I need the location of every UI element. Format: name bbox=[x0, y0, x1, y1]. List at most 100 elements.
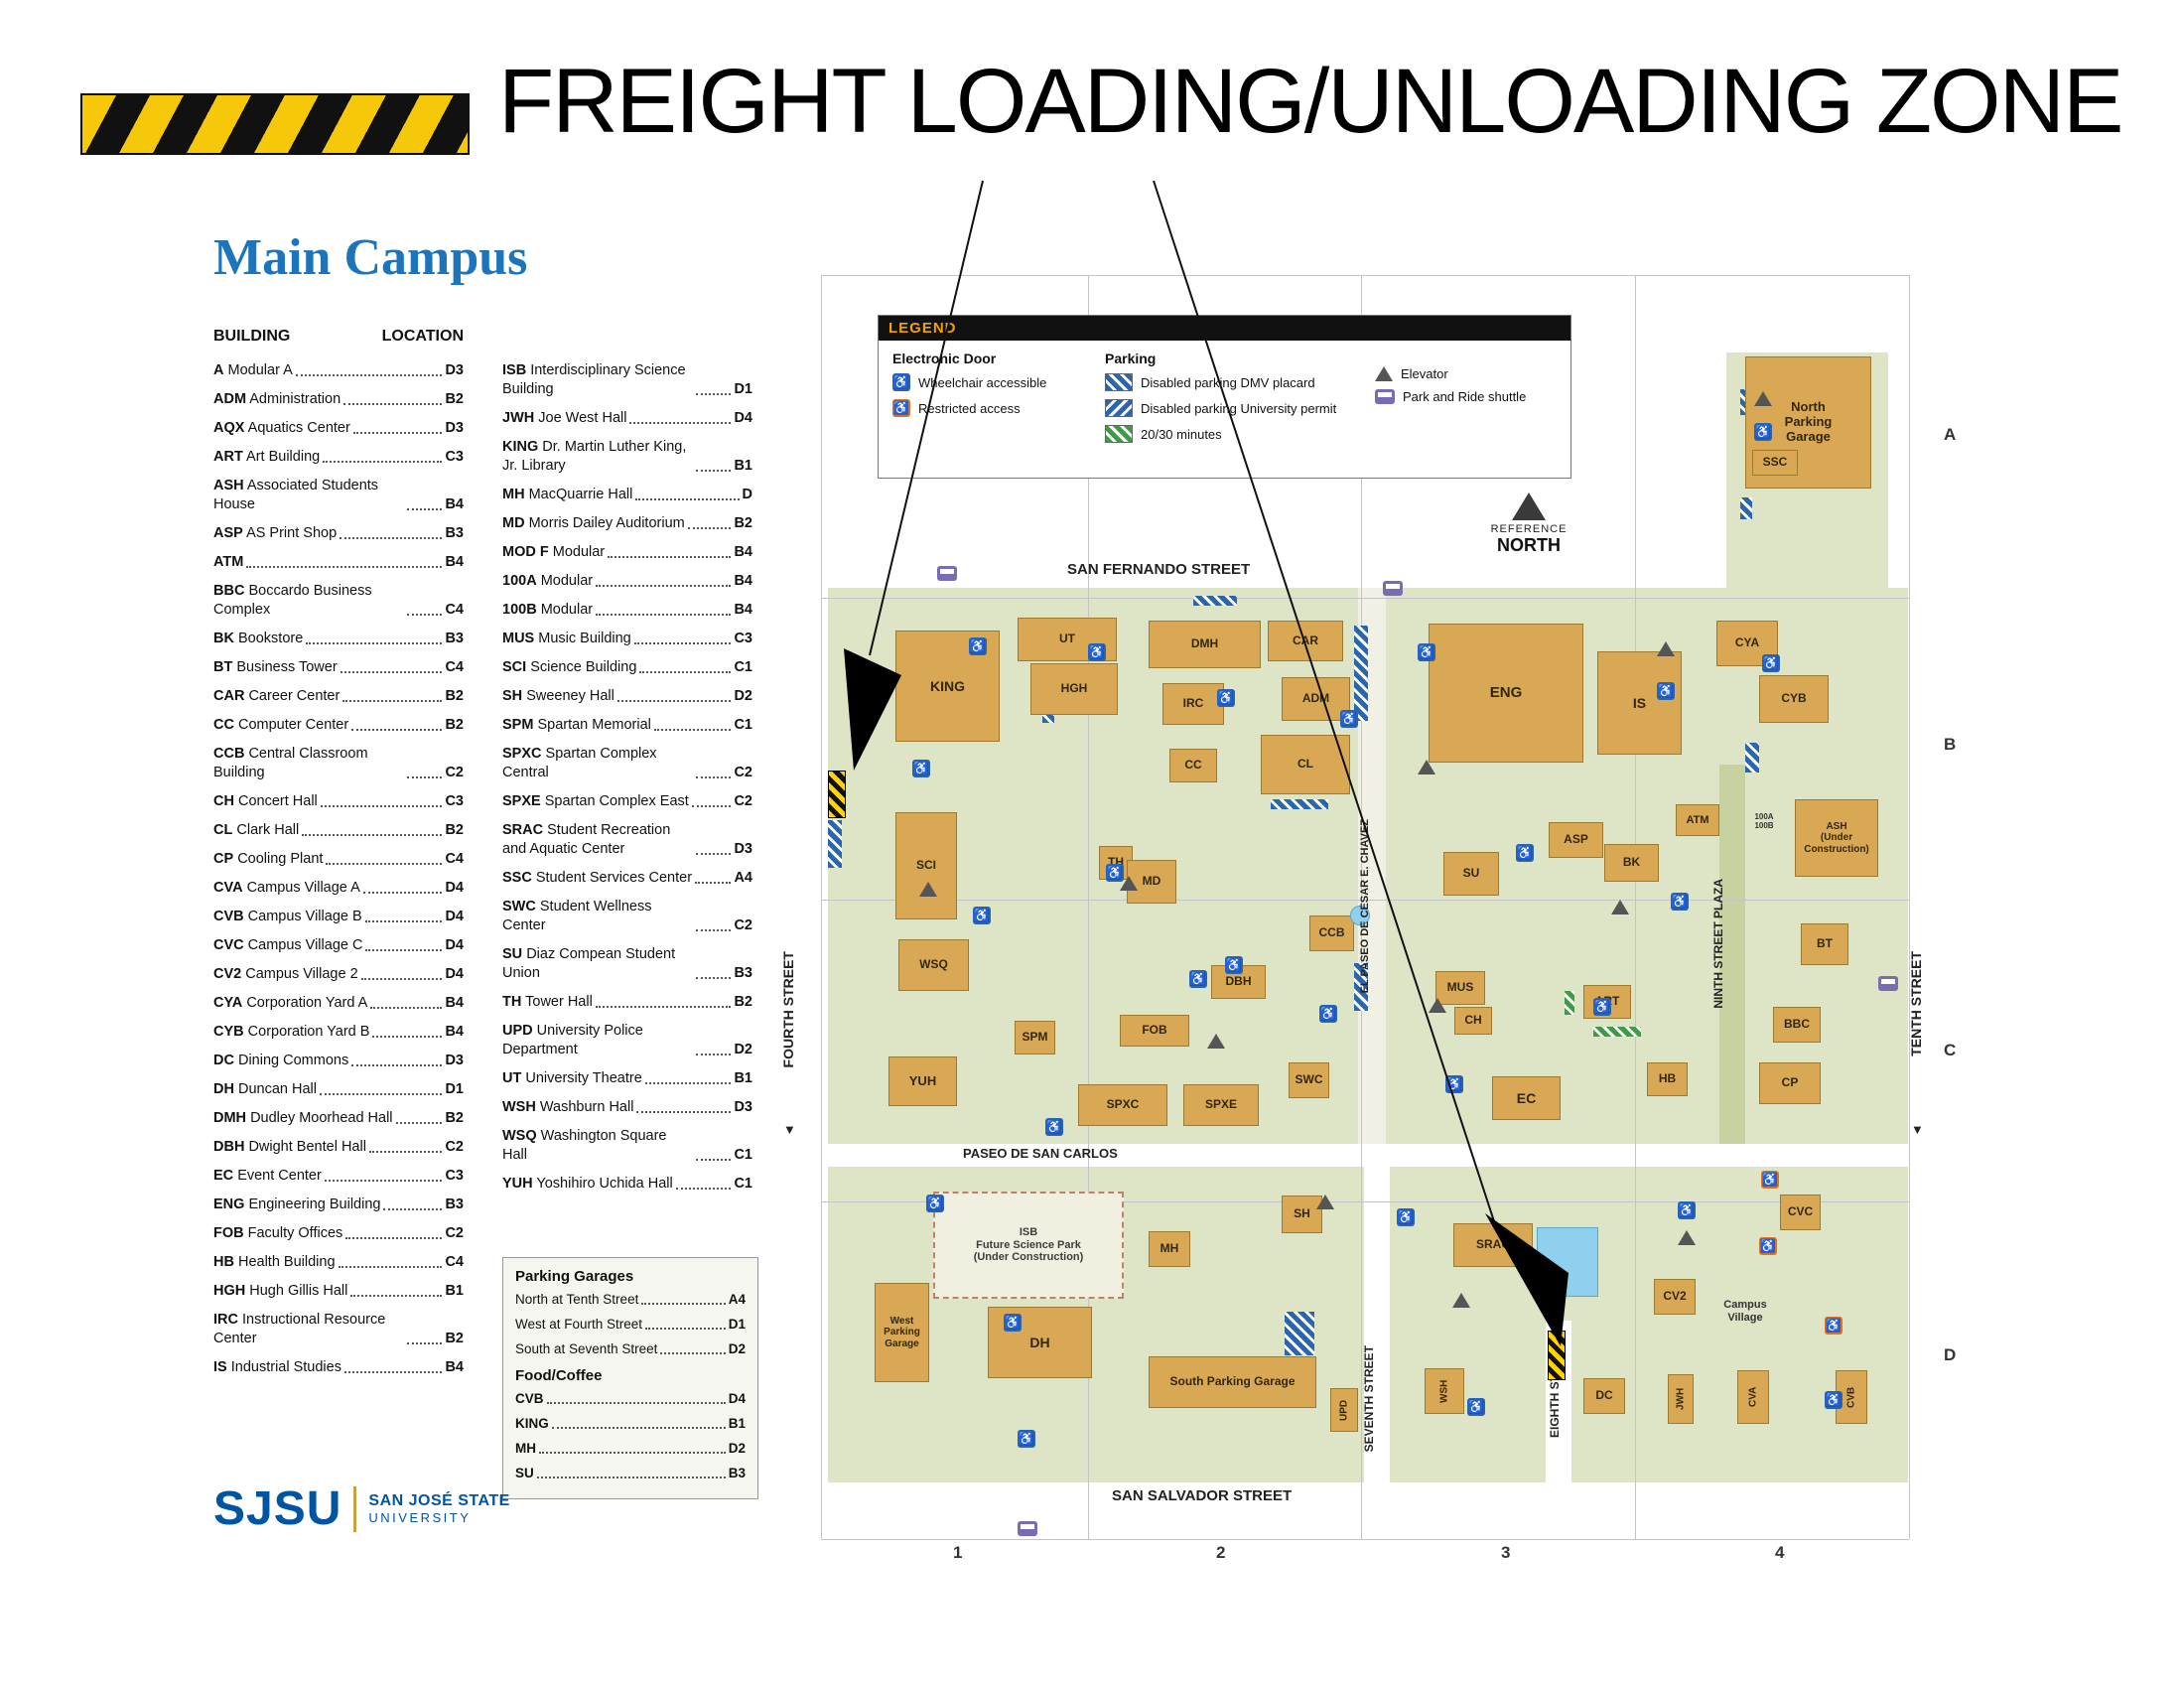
dot-leader bbox=[362, 892, 443, 894]
legend-label: Wheelchair accessible bbox=[918, 374, 1047, 390]
building-location: B2 bbox=[445, 717, 464, 733]
building-name: CVA Campus Village A bbox=[213, 880, 360, 896]
elevator-icon bbox=[1207, 1034, 1225, 1049]
street-label: SEVENTH STREET bbox=[1362, 1345, 1376, 1453]
grid-line bbox=[821, 598, 1909, 599]
legend-door-heading: Electronic Door bbox=[892, 351, 997, 366]
building-location: C2 bbox=[445, 765, 464, 780]
street-label: SAN SALVADOR STREET bbox=[1112, 1487, 1293, 1504]
building-location: D1 bbox=[728, 1317, 746, 1332]
grid-line bbox=[1909, 275, 1910, 1539]
map-building: CV2 bbox=[1654, 1279, 1696, 1315]
building-location: C2 bbox=[445, 1139, 464, 1155]
building-location: C4 bbox=[445, 659, 464, 675]
building-name: ASP AS Print Shop bbox=[213, 525, 338, 541]
dot-leader bbox=[660, 1352, 726, 1354]
wheelchair-icon bbox=[1825, 1391, 1843, 1409]
building-name: CH Concert Hall bbox=[213, 793, 318, 809]
building-location: B1 bbox=[734, 458, 752, 474]
building-location: B1 bbox=[728, 1416, 746, 1431]
building-name: BK Bookstore bbox=[213, 631, 304, 646]
map-building: CYB bbox=[1759, 675, 1829, 723]
legend-label: Park and Ride shuttle bbox=[1403, 389, 1527, 404]
street-label: ▼ bbox=[783, 1122, 796, 1137]
building-name: MUS Music Building bbox=[502, 631, 631, 646]
map-building: DMH bbox=[1149, 621, 1261, 668]
timed-parking-stripe bbox=[1593, 1027, 1641, 1037]
dot-leader bbox=[641, 1303, 726, 1305]
building-name: WSH Washburn Hall bbox=[502, 1099, 634, 1115]
food-coffee-heading: Food/Coffee bbox=[515, 1367, 603, 1384]
directory-entry: YUH Yoshihiro Uchida Hall C1 bbox=[502, 1175, 752, 1194]
grid-line bbox=[1088, 275, 1089, 1539]
wheelchair-icon bbox=[1467, 1398, 1485, 1416]
building-location: B3 bbox=[728, 1466, 746, 1480]
dot-leader bbox=[696, 776, 732, 778]
building-location: D4 bbox=[445, 909, 464, 924]
hazard-stripe-bar bbox=[80, 93, 470, 155]
wheelchair-icon bbox=[1593, 998, 1611, 1016]
map-building: SPXC bbox=[1078, 1084, 1167, 1126]
building-name: SCI Science Building bbox=[502, 659, 637, 675]
building-location: B2 bbox=[445, 391, 464, 407]
dmv-placard-swatch bbox=[1105, 373, 1133, 391]
sjsu-acronym: SJSU bbox=[213, 1482, 342, 1535]
map-building: SCI bbox=[895, 812, 957, 919]
building-name: MH bbox=[515, 1441, 536, 1456]
building-name: DH Duncan Hall bbox=[213, 1081, 317, 1097]
map-building: IRC bbox=[1162, 683, 1224, 725]
building-name: CV2 Campus Village 2 bbox=[213, 966, 358, 982]
map-legend: LEGEND Electronic Door Wheelchair access… bbox=[878, 315, 1571, 479]
map-building: HGH bbox=[1030, 663, 1118, 715]
dot-leader bbox=[295, 374, 443, 376]
building-location: D1 bbox=[734, 381, 752, 397]
building-location: B3 bbox=[445, 1196, 464, 1212]
dot-leader bbox=[351, 1064, 443, 1066]
disabled-parking-stripe bbox=[1740, 497, 1752, 519]
building-name: UPD University Police Department bbox=[502, 1023, 643, 1057]
dot-leader bbox=[407, 776, 443, 778]
map-building: ASH (Under Construction) bbox=[1795, 799, 1878, 877]
dot-leader bbox=[368, 1151, 443, 1153]
building-location: C1 bbox=[734, 1176, 752, 1192]
building-name: 100A Modular bbox=[502, 573, 594, 589]
map-building: HB bbox=[1647, 1062, 1688, 1096]
building-location: C1 bbox=[734, 659, 752, 675]
building-location: B4 bbox=[445, 496, 464, 512]
university-permit-swatch bbox=[1105, 399, 1133, 417]
dot-leader bbox=[635, 498, 740, 500]
dot-leader bbox=[343, 1371, 443, 1373]
building-location: D4 bbox=[445, 880, 464, 896]
street-label: FOURTH STREET bbox=[780, 951, 796, 1068]
building-location: B4 bbox=[445, 995, 464, 1011]
wheelchair-icon bbox=[1217, 689, 1235, 707]
logo-divider bbox=[353, 1485, 357, 1532]
dot-leader bbox=[324, 1180, 443, 1182]
dot-leader bbox=[644, 1082, 732, 1084]
building-name: AQX Aquatics Center bbox=[213, 420, 350, 436]
building-name: A Modular A bbox=[213, 362, 293, 378]
map-building: CL bbox=[1261, 735, 1350, 794]
street-label: NINTH STREET PLAZA bbox=[1711, 879, 1725, 1009]
legend-title: LEGEND bbox=[879, 316, 1570, 341]
legend-item: Elevator bbox=[1375, 366, 1526, 381]
legend-body: Electronic Door Wheelchair accessible Re… bbox=[879, 341, 1570, 478]
elevator-icon bbox=[919, 882, 937, 897]
building-name: YUH Yoshihiro Uchida Hall bbox=[502, 1176, 673, 1192]
dot-leader bbox=[407, 1342, 443, 1344]
building-location: B2 bbox=[445, 688, 464, 704]
building-name: CC Computer Center bbox=[213, 717, 349, 733]
